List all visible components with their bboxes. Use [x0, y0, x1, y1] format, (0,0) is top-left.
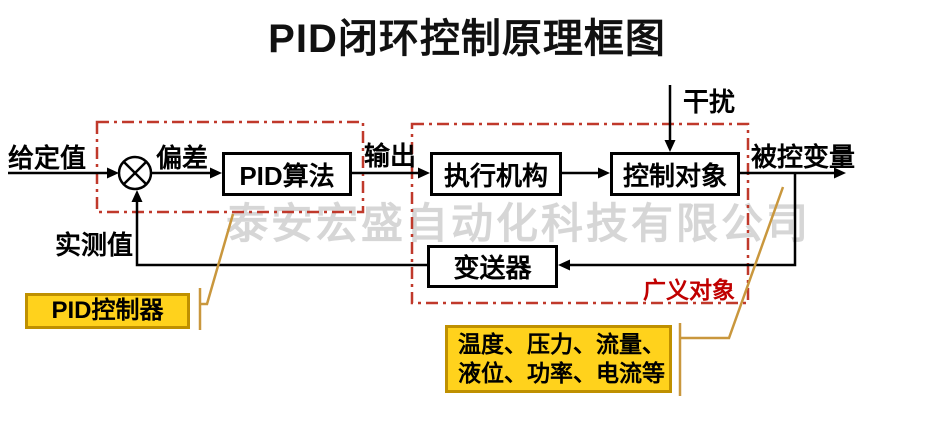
watermark-text: 泰安宏盛自动化科技有限公司 — [226, 200, 812, 247]
pid-controller-region-box — [95, 120, 365, 214]
note-controlled-variables: 温度、压力、流量、 液位、功率、电流等 — [445, 325, 672, 393]
actuator-to-object-arrow — [562, 167, 610, 179]
note-pid-controller-label: PID控制器 — [51, 297, 164, 324]
note-variables-line2: 液位、功率、电流等 — [458, 360, 665, 386]
label-generalized-object: 广义对象 — [643, 277, 735, 303]
block-actuator-label: 执行机构 — [443, 160, 548, 191]
block-controlled-object: 控制对象 — [610, 152, 740, 196]
block-pid-algorithm-label: PID算法 — [239, 160, 335, 191]
pid-note-callout-line — [198, 213, 235, 330]
feedback-right-wire — [558, 173, 797, 271]
variables-note-callout-line — [678, 186, 785, 396]
block-pid-algorithm: PID算法 — [222, 152, 352, 196]
note-variables-line1: 温度、压力、流量、 — [458, 331, 665, 358]
block-transmitter-label: 变送器 — [453, 253, 532, 283]
output-arrow — [352, 167, 430, 179]
note-pid-controller: PID控制器 — [25, 293, 190, 329]
disturbance-arrow — [664, 85, 676, 152]
block-actuator: 执行机构 — [430, 152, 562, 196]
summing-junction-icon — [117, 155, 153, 191]
page-title: PID闭环控制原理框图 — [268, 17, 666, 61]
block-controlled-object-label: 控制对象 — [622, 160, 727, 191]
label-output: 输出 — [364, 141, 417, 171]
setpoint-arrow — [8, 167, 119, 179]
label-setpoint: 给定值 — [8, 143, 87, 173]
controlled-variable-arrow — [740, 167, 846, 179]
generalized-object-region-box — [410, 122, 750, 305]
label-error: 偏差 — [156, 143, 209, 173]
label-measured-value: 实测值 — [55, 230, 134, 260]
label-controlled-variable: 被控变量 — [751, 142, 856, 172]
feedback-left-wire — [131, 190, 427, 267]
block-transmitter: 变送器 — [427, 245, 558, 288]
error-arrow — [151, 167, 222, 179]
label-disturbance: 干扰 — [683, 87, 736, 117]
